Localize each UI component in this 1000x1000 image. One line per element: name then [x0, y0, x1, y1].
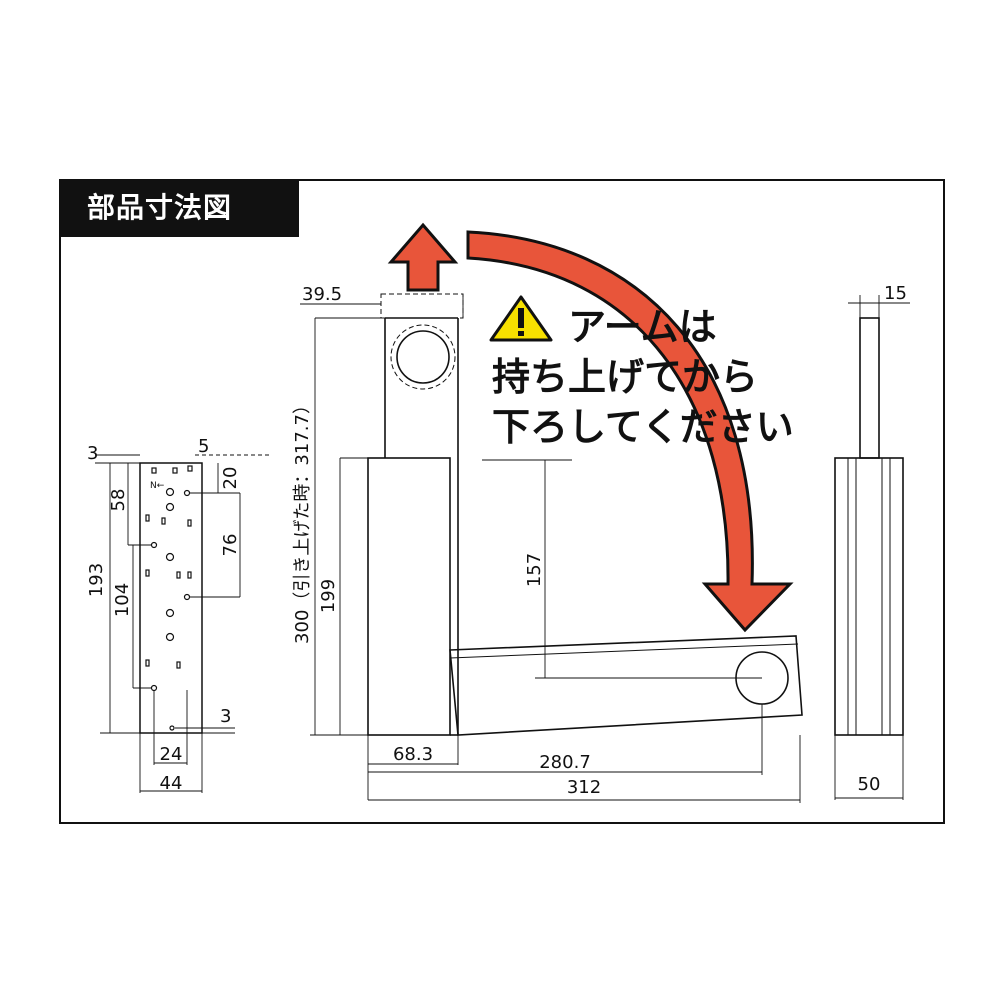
closer-arm — [449, 635, 803, 736]
dim-plate-20: 20 — [220, 467, 241, 490]
caution-line-2: 持ち上げてから — [492, 355, 758, 399]
dim-plate-104: 104 — [112, 583, 133, 617]
caution-line-3: 下ろしてください — [492, 405, 794, 449]
dim-plate-top-margin: 3 — [87, 443, 98, 464]
dim-plate-top-right: 5 — [198, 436, 209, 457]
dim-total-width: 312 — [567, 777, 601, 798]
lower-arrow — [466, 230, 794, 633]
mounting-plate: N← — [139, 462, 203, 734]
diagram-frame — [59, 179, 945, 824]
dim-plate-24: 24 — [160, 744, 183, 765]
caution-line-1: アームは — [568, 305, 717, 349]
dim-arm-height: 157 — [524, 553, 545, 587]
dim-arm-reach: 280.7 — [539, 752, 591, 773]
dim-body-width: 68.3 — [393, 744, 433, 765]
dim-plate-bottom-margin: 3 — [220, 706, 231, 727]
dim-plate-193: 193 — [86, 563, 107, 597]
dim-plate-44: 44 — [160, 773, 183, 794]
dim-arm-thickness: 15 — [884, 283, 907, 304]
warning-icon — [489, 295, 553, 342]
closer-body — [367, 293, 464, 736]
lift-arrow — [387, 222, 459, 292]
dim-plate-58: 58 — [108, 489, 129, 512]
dim-depth: 50 — [858, 774, 881, 795]
svg-text:N←: N← — [150, 481, 165, 491]
dim-total-height: 300（引き上げた時：317.7） — [292, 396, 313, 644]
side-view — [834, 317, 904, 736]
dim-plate-76: 76 — [220, 534, 241, 557]
page-title: 部品寸法図 — [59, 179, 299, 237]
dim-body-height: 199 — [318, 579, 339, 613]
dim-top-width: 39.5 — [302, 284, 342, 305]
